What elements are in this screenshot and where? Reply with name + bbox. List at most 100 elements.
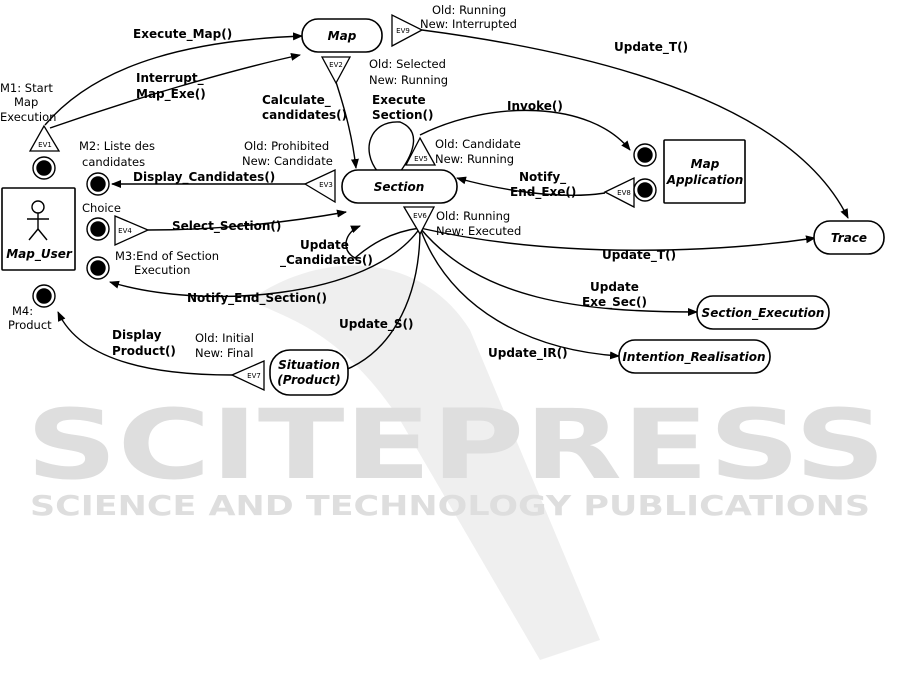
arrow-notify-end-section [109,227,421,298]
state-ev2-old: Old: Selected [369,57,446,71]
arrow-update-ir [419,227,620,360]
watermark-title: SCITEPRESS [26,389,886,501]
label-update-candidates-line1: Update [300,238,349,252]
event-ev1-label: EV1 [38,141,52,149]
node-situation-line2: (Product) [277,373,341,387]
event-ev9-label: EV9 [396,27,410,35]
node-map-label: Map [328,29,357,43]
label-display-product-line2: Product() [112,344,176,358]
event-ev5: EV5 [404,136,437,166]
state-ev9-old: Old: Running [432,3,506,17]
milestone-m3-icon [86,256,110,280]
arrow-update-t-mid [419,227,816,251]
node-situation-line1: Situation [278,358,340,372]
node-section-execution: Section_Execution [696,295,830,330]
stick-figure-icon [27,200,49,241]
label-execute-section-line1: Execute [372,93,426,107]
event-ev6-label: EV6 [413,212,427,220]
arrow-notify-end-exe [456,176,606,197]
label-display-candidates: Display_Candidates() [133,170,275,185]
label-execute-map: Execute_Map() [133,27,232,42]
map-user-actor: Map_User [1,187,76,271]
event-ev2-label: EV2 [329,61,343,69]
event-ev1: EV1 [28,124,61,152]
milestone-choice-icon [86,217,110,241]
label-update-ir: Update_IR() [488,346,568,361]
state-ev5-old: Old: Candidate [435,137,521,151]
milestone-m2-icon [86,172,110,196]
event-ev5-label: EV5 [414,155,428,163]
milestone-labels: M1: Start Map Execution M2: Liste des ca… [0,81,219,332]
m1-line3: Execution [0,110,56,124]
label-notify-end-section: Notify_End_Section() [187,291,327,306]
label-interrupt-line1: Interrupt_ [136,71,204,86]
message-labels: Execute_Map() Interrupt_ Map_Exe() Calcu… [112,27,688,361]
node-trace: Trace [813,220,885,255]
label-update-t-mid: Update_T() [602,248,676,263]
event-ev4-label: EV4 [118,227,132,235]
m4-line1: M4: [12,304,33,318]
state-ev7-new: New: Final [195,346,254,360]
arrow-calculate-candidates [335,81,359,169]
label-update-candidates-line2: _Candidates() [280,253,373,268]
m2-line2: candidates [82,155,145,169]
m1-line1: M1: Start [0,81,53,95]
arrow-execute-section-loop [368,121,415,173]
event-ev3: EV3 [303,168,336,204]
milestone-m1-icon [32,156,56,180]
node-section: Section [341,169,458,204]
label-notify-exe-line1: Notify_ [519,170,566,185]
label-calculate-line2: candidates() [262,108,347,122]
milestone-m4-icon [32,284,56,308]
node-map-application-line1: Map [691,157,720,171]
node-map: Map [301,18,383,53]
arrow-update-s [329,227,421,377]
state-ev9-new: New: Interrupted [420,17,517,31]
label-notify-exe-line2: End_Exe() [510,185,576,200]
map-app-terminal-top-icon [633,143,657,167]
state-ev6-new: New: Executed [436,224,521,238]
label-update-exe-line2: Exe_Sec() [582,295,647,310]
state-ev7-old: Old: Initial [195,331,254,345]
node-intention-realisation-label: Intention_Realisation [622,350,765,365]
state-ev2-new: New: Running [369,73,448,87]
choice-label: Choice [82,201,121,215]
event-ev3-label: EV3 [319,181,333,189]
node-section-execution-label: Section_Execution [702,306,825,321]
label-update-s: Update_S() [339,317,414,332]
event-ev8: EV8 [603,176,635,209]
event-ev8-label: EV8 [617,189,631,197]
arrow-select-section [147,209,347,231]
node-map-application-line2: Application [666,173,744,187]
label-select-section: Select_Section() [172,219,281,234]
state-ev3-old: Old: Prohibited [244,139,329,153]
arrow-update-candidates [345,225,421,259]
label-execute-section-line2: Section() [372,108,434,122]
event-ev7-label: EV7 [247,372,261,380]
map-app-terminal-bottom-icon [633,178,657,202]
m4-line2: Product [8,318,52,332]
event-ev4: EV4 [114,215,150,247]
arrow-update-t-top [421,29,849,219]
arrow-display-product [57,311,233,376]
state-ev6-old: Old: Running [436,209,510,223]
node-section-label: Section [374,180,425,194]
label-calculate-line1: Calculate_ [262,93,331,108]
node-map-application: Map Application [663,139,746,204]
event-ev6: EV6 [402,206,436,236]
watermark-subtitle: SCIENCE AND TECHNOLOGY PUBLICATIONS [30,489,870,522]
node-trace-label: Trace [831,231,867,245]
connections [44,29,849,377]
watermark-swoosh [250,265,600,660]
label-update-exe-line1: Update [590,280,639,294]
event-ev7: EV7 [230,360,265,392]
m3-line2: Execution [134,263,190,277]
arrow-execute-map [44,32,303,126]
node-situation: Situation (Product) [269,349,349,396]
m3-line1: M3:End of Section [115,249,219,263]
state-ev5-new: New: Running [435,152,514,166]
label-interrupt-line2: Map_Exe() [136,87,206,102]
state-labels: Old: Running New: Interrupted Old: Selec… [195,3,521,360]
label-display-product-line1: Display [112,328,162,342]
